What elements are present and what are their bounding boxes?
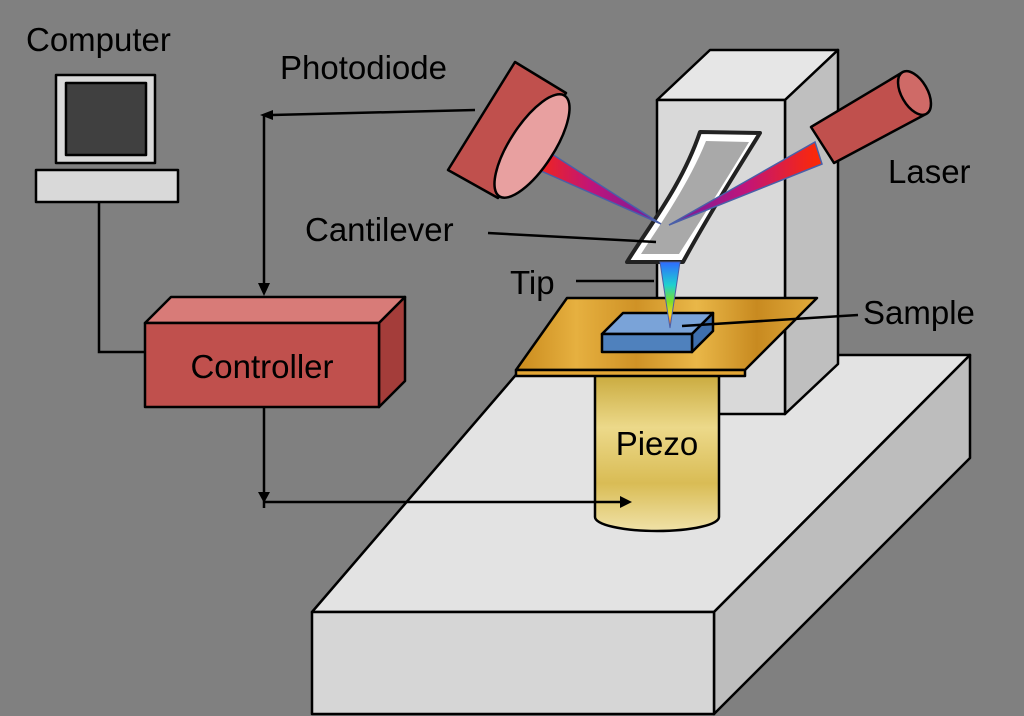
sample-label: Sample bbox=[863, 294, 975, 331]
laser-beams bbox=[522, 138, 823, 226]
laser-label: Laser bbox=[888, 153, 971, 190]
computer-label: Computer bbox=[26, 21, 171, 58]
signal-wiring bbox=[97, 108, 632, 508]
cantilever bbox=[625, 130, 762, 264]
computer bbox=[34, 73, 180, 204]
laser-emitter bbox=[809, 69, 933, 165]
photodiode-label: Photodiode bbox=[280, 49, 447, 86]
photodiode bbox=[446, 60, 571, 200]
piezo-cylinder: Piezo bbox=[593, 370, 721, 533]
controller-box: Controller bbox=[143, 295, 407, 409]
sample-block bbox=[600, 311, 715, 354]
piezo-label: Piezo bbox=[616, 425, 699, 462]
tip-label: Tip bbox=[510, 264, 555, 301]
controller-label: Controller bbox=[190, 348, 333, 385]
cantilever-tip bbox=[659, 261, 681, 329]
cantilever-label: Cantilever bbox=[305, 211, 454, 248]
label-leaders bbox=[487, 231, 859, 328]
